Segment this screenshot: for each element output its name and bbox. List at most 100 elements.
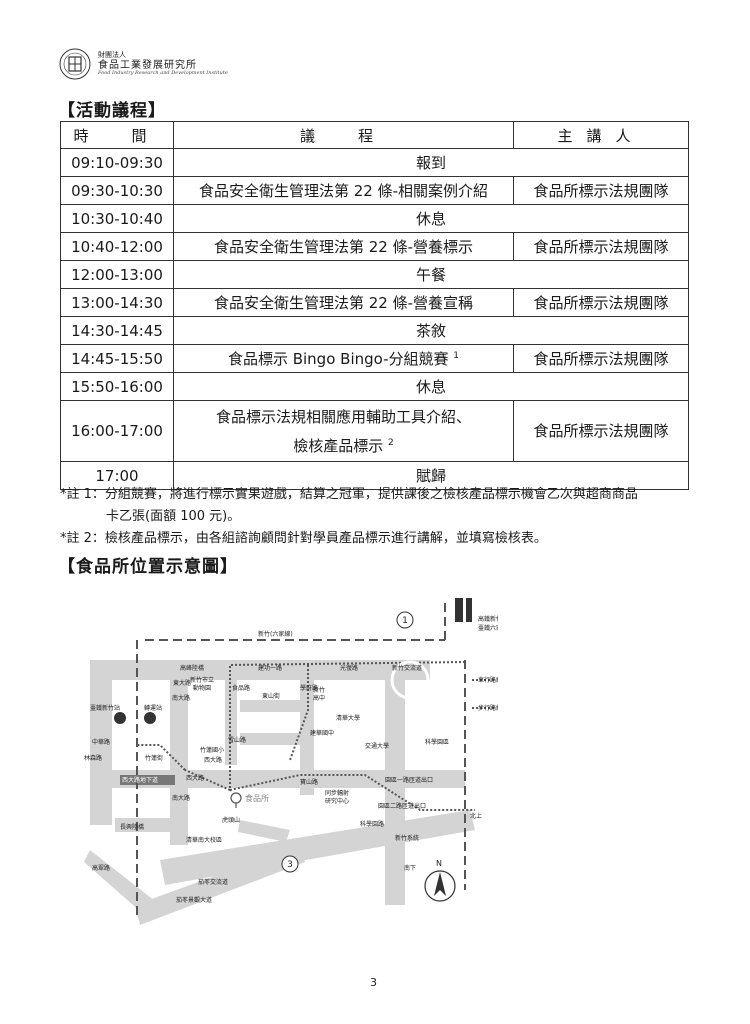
label-fiti: 食品所 bbox=[245, 793, 269, 803]
label-baoshan: 寶山路 bbox=[300, 778, 318, 786]
label-xida-tunnel: 西大路地下道 bbox=[122, 776, 158, 784]
agenda-row: 14:45-15:50 食品標示 Bingo Bingo-分組競賽 1 食品所標… bbox=[60, 344, 689, 373]
map-title: 【食品所位置示意圖】 bbox=[58, 557, 238, 577]
label-shipin-rd: 食品路 bbox=[232, 684, 250, 692]
org-name-line3: Food Industry Research and Development I… bbox=[98, 69, 228, 76]
header-speaker: 主講人 bbox=[513, 121, 689, 149]
label-north: 北上 bbox=[470, 812, 482, 820]
agenda-row: 16:00-17:00 食品標示法規相關應用輔助工具介紹、檢核產品標示 2 食品… bbox=[60, 400, 689, 462]
label-dongshan: 東山街 bbox=[262, 692, 280, 700]
label-tsinghua: 清華大學 bbox=[336, 714, 360, 722]
location-map: 1 3 高鐵新竹站 臺鐵六家站 新竹(六家線) 高峰陸橋 建功一路 光復路 新竹… bbox=[84, 598, 498, 925]
agenda-row: 10:40-12:00 食品安全衛生管理法第 22 條-營養標示 食品所標示法規… bbox=[60, 232, 689, 261]
row-topic: 報到 bbox=[173, 148, 689, 177]
train-station-icon bbox=[114, 598, 472, 724]
row-speaker: 食品所標示法規團隊 bbox=[513, 344, 689, 373]
footnote-1: *註 1：分組競賽，將進行標示實果遊戲，結算之冠軍，提供課後之檢核產品標示機會乙… bbox=[60, 484, 710, 528]
org-seal-logo bbox=[59, 48, 91, 80]
row-topic: 茶敘 bbox=[173, 316, 689, 345]
label-city-zoo-1: 新竹市立 bbox=[190, 676, 214, 684]
row-time: 10:40-12:00 bbox=[60, 232, 174, 261]
row-speaker: 食品所標示法規團隊 bbox=[513, 400, 689, 462]
row-topic: 食品安全衛生管理法第 22 條-營養標示 bbox=[173, 232, 514, 261]
marker-3 bbox=[281, 855, 299, 873]
label-science-park: 科學園區 bbox=[425, 738, 449, 746]
row-topic: 食品標示 Bingo Bingo-分組競賽 1 bbox=[173, 344, 514, 373]
org-name-block: 財團法人 食品工業發展研究所 Food Industry Research an… bbox=[98, 50, 228, 76]
label-gaofeng: 高峰陸橋 bbox=[180, 664, 204, 672]
map-roads bbox=[84, 660, 475, 925]
label-hs-high-2: 高中 bbox=[313, 694, 325, 702]
agenda-row: 17:00 賦歸 bbox=[60, 461, 689, 490]
label-xida: 西大路 bbox=[204, 756, 222, 764]
agenda-row: 09:10-09:30 報到 bbox=[60, 148, 689, 177]
agenda-row: 09:30-10:30 食品安全衛生管理法第 22 條-相關案例介紹 食品所標示… bbox=[60, 176, 689, 205]
org-name-line1: 財團法人 bbox=[98, 50, 126, 59]
label-zhulian-elem: 竹蓮國小 bbox=[200, 746, 224, 754]
footnote-1-line1: *註 1：分組競賽，將進行標示實果遊戲，結算之冠軍，提供課後之檢核產品標示機會乙… bbox=[60, 487, 638, 502]
car-route bbox=[138, 661, 475, 811]
label-liujia: 新竹(六家線) bbox=[258, 630, 293, 638]
agenda-header-row: 時 間 議 程 主講人 bbox=[60, 121, 689, 149]
footnote-ref: 1 bbox=[453, 351, 460, 361]
row-time: 12:00-13:00 bbox=[60, 260, 174, 289]
label-exit-1: 園區一路匝道出口 bbox=[385, 776, 433, 784]
row-time: 14:45-15:50 bbox=[60, 344, 174, 373]
marker-3-label: 3 bbox=[287, 860, 293, 870]
label-station: 臺鐵新竹站 bbox=[90, 704, 120, 712]
label-zhuyuan: 竹蓮街 bbox=[145, 754, 163, 762]
label-exit-2: 園區二路匝道出口 bbox=[378, 802, 426, 810]
label-chaoshan: 長興陸橋 bbox=[120, 823, 144, 831]
interchange-loop bbox=[390, 660, 430, 700]
label-nanda: 南大路 bbox=[172, 794, 190, 802]
label-jiangong: 建功一路 bbox=[258, 664, 282, 672]
row-topic: 休息 bbox=[173, 372, 689, 401]
label-south: 南下 bbox=[404, 864, 416, 872]
label-hsr-1: 高鐵新竹站 bbox=[478, 615, 498, 623]
row-time: 14:30-14:45 bbox=[60, 316, 174, 345]
label-transfer: 轉運站 bbox=[144, 704, 162, 712]
marker-1 bbox=[396, 611, 414, 629]
label-dongda: 東大路 bbox=[173, 679, 191, 687]
fiti-location-icon bbox=[230, 792, 242, 808]
header-topic: 議 程 bbox=[173, 121, 514, 149]
label-gaocui: 高翠路 bbox=[92, 864, 110, 872]
row-topic: 食品安全衛生管理法第 22 條-相關案例介紹 bbox=[173, 176, 514, 205]
agenda-row: 13:00-14:30 食品安全衛生管理法第 22 條-營養宣稱 食品所標示法規… bbox=[60, 288, 689, 317]
header-time: 時 間 bbox=[60, 121, 174, 149]
label-interchange: 新竹交流道 bbox=[392, 664, 422, 672]
row-topic-line2: 檢核產品標示 bbox=[293, 436, 384, 455]
row-topic: 賦歸 bbox=[173, 461, 689, 490]
label-kezhi: 科學園路 bbox=[360, 820, 384, 828]
label-prc-1: 同步輻射 bbox=[325, 789, 349, 797]
label-n: N bbox=[436, 859, 442, 868]
label-xuefu: 學府路 bbox=[300, 684, 318, 692]
row-topic-line1: 食品標示法規相關應用輔助工具介紹、 bbox=[215, 407, 471, 426]
org-name-line2: 食品工業發展研究所 bbox=[98, 59, 197, 71]
footnote-2: *註 2：檢核產品標示，由各組諮詢顧問針對學員產品標示進行講解，並填寫檢核表。 bbox=[60, 531, 547, 546]
xida-tunnel-block bbox=[120, 775, 175, 785]
org-header: 財團法人 食品工業發展研究所 Food Industry Research an… bbox=[58, 40, 228, 88]
label-prc-2: 研究中心 bbox=[325, 797, 349, 805]
compass-icon bbox=[424, 870, 456, 902]
label-linsen: 林森路 bbox=[84, 754, 102, 762]
row-speaker: 食品所標示法規團隊 bbox=[513, 288, 689, 317]
row-time: 13:00-14:30 bbox=[60, 288, 174, 317]
label-zhudong-2: 茄苳景觀大道 bbox=[176, 896, 212, 904]
label-hutou: 虎頭山 bbox=[222, 816, 240, 824]
label-xinzhu-sys: 新竹系統 bbox=[395, 834, 419, 842]
agenda-title: 【活動議程】 bbox=[58, 101, 166, 121]
agenda-row: 15:50-16:00 休息 bbox=[60, 372, 689, 401]
agenda-row: 10:30-10:40 休息 bbox=[60, 204, 689, 233]
row-topic: 午餐 bbox=[173, 260, 689, 289]
footnote-ref: 2 bbox=[388, 437, 394, 448]
row-time: 10:30-10:40 bbox=[60, 204, 174, 233]
label-city-zoo-2: 動物園 bbox=[193, 684, 211, 692]
row-topic: 食品安全衛生管理法第 22 條-營養宣稱 bbox=[173, 288, 514, 317]
agenda-row: 12:00-13:00 午餐 bbox=[60, 260, 689, 289]
row-topic: 食品標示法規相關應用輔助工具介紹、檢核產品標示 2 bbox=[173, 400, 514, 462]
label-hsr-2: 臺鐵六家站 bbox=[478, 624, 498, 632]
row-time: 17:00 bbox=[60, 461, 174, 490]
rail-lines bbox=[136, 600, 466, 920]
agenda-table: 時 間 議 程 主講人 09:10-09:30 報到 09:30-10:30 食… bbox=[60, 121, 689, 490]
